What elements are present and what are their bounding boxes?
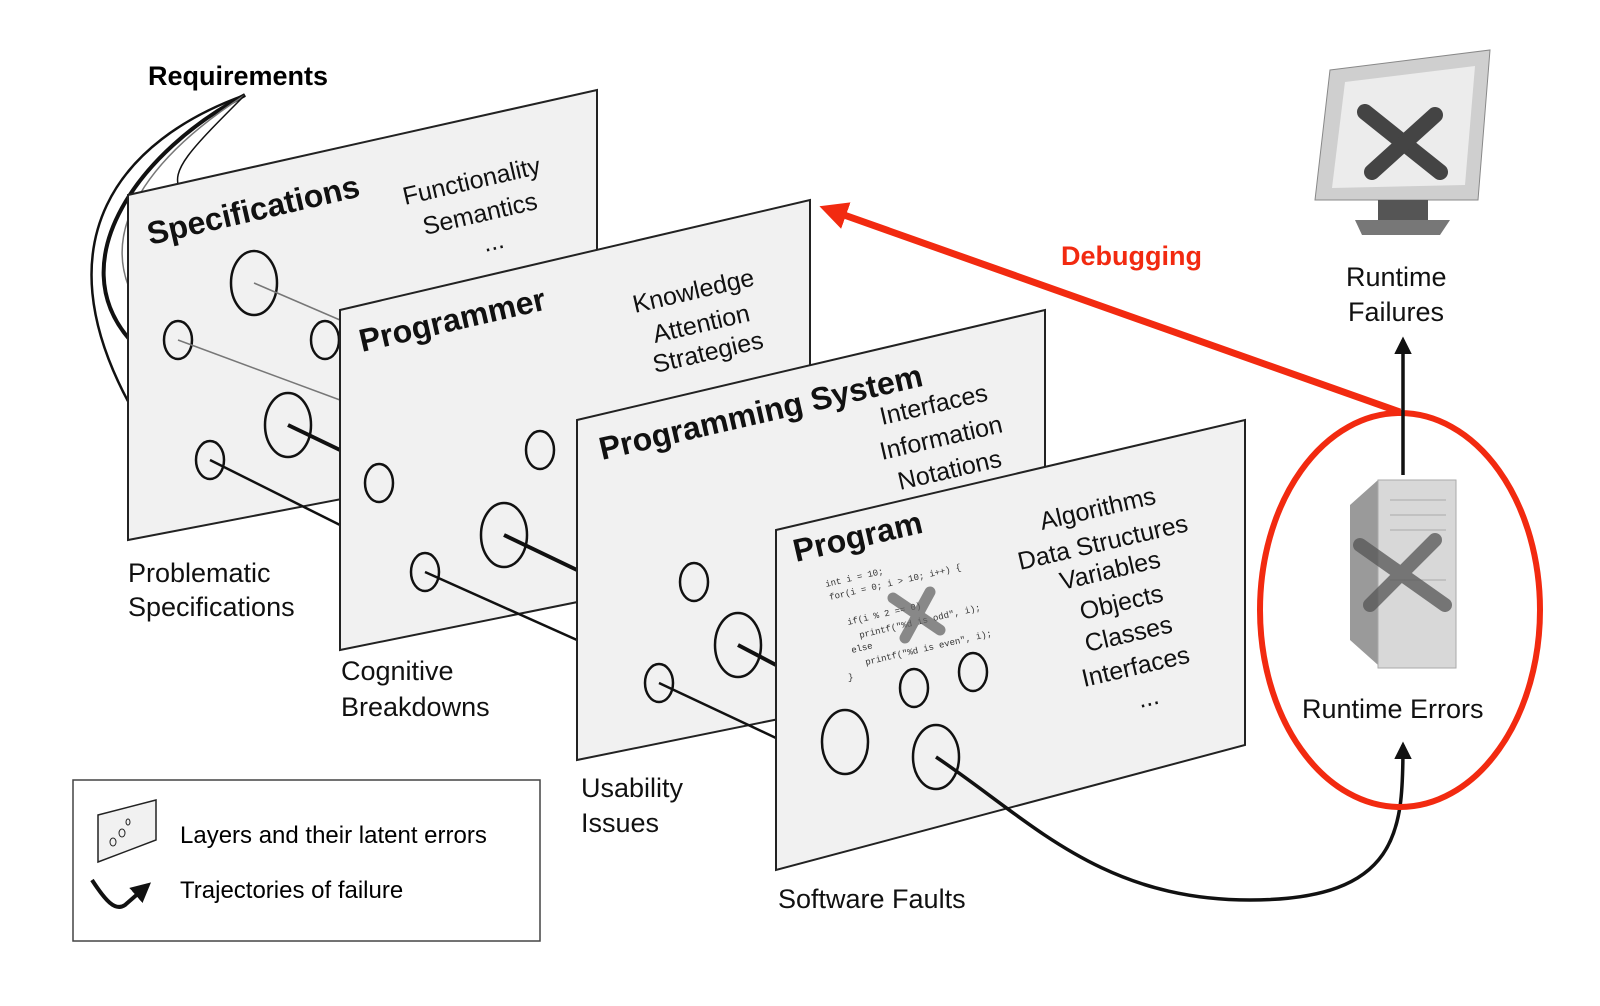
layer-caption: Problematic	[128, 558, 271, 588]
failure-trajectory-arrow	[935, 741, 1412, 902]
layer-caption: Breakdowns	[341, 692, 490, 722]
requirements-curves	[90, 93, 246, 406]
requirements-label: Requirements	[148, 61, 328, 91]
layer-caption: Specifications	[128, 592, 295, 622]
debugging-arrow	[819, 202, 1402, 416]
debugging-label: Debugging	[1061, 241, 1202, 271]
layer-program: Program Algorithms Data Structures Varia…	[775, 418, 1246, 872]
latent-error-hole	[643, 662, 675, 704]
monitor-icon	[1314, 49, 1491, 235]
server-tower-icon	[1350, 479, 1457, 669]
latent-error-hole	[820, 708, 870, 776]
latent-error-hole	[479, 501, 529, 569]
layer-caption: Software Faults	[778, 884, 966, 914]
code-line: else	[850, 641, 873, 656]
layer-caption: Cognitive	[341, 656, 454, 686]
runtime-errors-label: Runtime Errors	[1302, 694, 1484, 724]
latent-error-hole	[409, 551, 441, 593]
latent-error-hole	[363, 462, 395, 504]
latent-error-hole	[194, 439, 226, 481]
latent-error-hole	[524, 429, 556, 471]
layer-caption: Usability	[581, 773, 684, 803]
latent-error-hole	[229, 249, 279, 317]
layer-caption: Issues	[581, 808, 659, 838]
trajectory-legend-icon	[90, 878, 152, 909]
latent-error-hole	[713, 611, 763, 679]
legend-layers-label: Layers and their latent errors	[180, 822, 487, 849]
latent-error-hole	[263, 391, 313, 459]
latent-error-hole	[957, 651, 989, 693]
legend: Layers and their latent errors Trajector…	[72, 779, 541, 942]
layer-legend-icon	[97, 799, 157, 864]
runtime-failures-label: Runtime	[1346, 262, 1447, 292]
latent-error-hole	[898, 667, 930, 709]
error-x-icon	[887, 586, 946, 644]
latent-error-hole	[678, 561, 710, 603]
code-line: }	[848, 673, 853, 683]
latent-error-hole	[911, 723, 961, 791]
legend-trajectories-label: Trajectories of failure	[180, 877, 403, 904]
runtime-errors-highlight-circle	[1257, 410, 1543, 810]
runtime-failures-label: Failures	[1348, 297, 1444, 327]
latent-error-hole	[162, 319, 194, 361]
